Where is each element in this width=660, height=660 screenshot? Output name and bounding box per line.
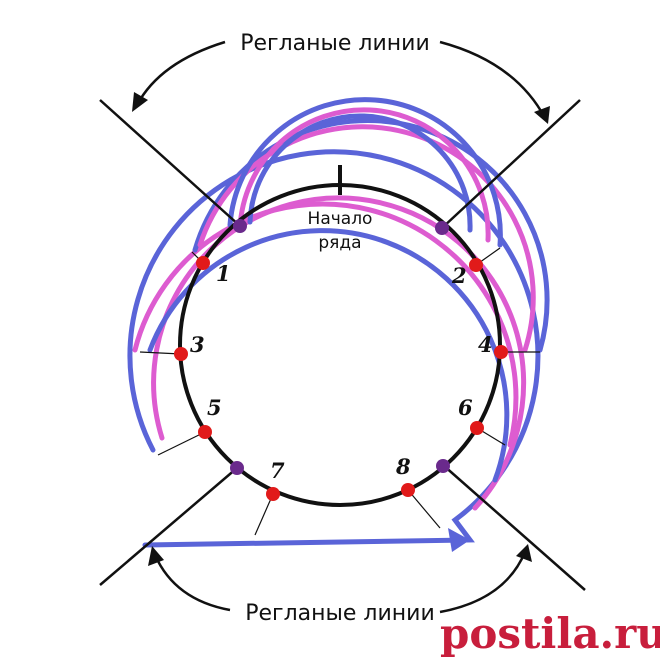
point-label-1: 1 bbox=[216, 261, 231, 286]
point-1 bbox=[196, 256, 210, 270]
raglan-line-top-right bbox=[441, 99, 581, 229]
point-label-8: 8 bbox=[395, 454, 411, 479]
row-arc-blue-4 bbox=[192, 117, 550, 353]
row-arc-blue-outer bbox=[127, 149, 541, 548]
point-4 bbox=[494, 345, 508, 359]
point-5 bbox=[198, 425, 212, 439]
raglan-label-top: Регланые линии bbox=[240, 31, 430, 56]
point-7 bbox=[266, 487, 280, 501]
point-label-3: 3 bbox=[190, 332, 205, 357]
row-arc-blue-2 bbox=[147, 228, 510, 483]
raglan-points bbox=[230, 219, 450, 475]
point-6 bbox=[470, 421, 484, 435]
row-arc-blue-inner bbox=[247, 113, 473, 233]
raglan-point-bottom-right bbox=[436, 459, 450, 473]
raglan-label-bottom: Регланые линии bbox=[245, 601, 435, 626]
raglan-point-top-left bbox=[233, 219, 247, 233]
arrowhead-top-left bbox=[132, 92, 148, 112]
row-start-label-line1: Начало bbox=[308, 209, 373, 229]
row-arc-blue-6 bbox=[227, 97, 503, 248]
numbered-points bbox=[174, 256, 508, 501]
arrowhead-top-right bbox=[534, 106, 550, 124]
raglan-point-top-right bbox=[435, 221, 449, 235]
raglan-arrow-bottom bbox=[153, 551, 527, 614]
raglan-line-bottom-right bbox=[442, 464, 586, 591]
point-label-7: 7 bbox=[270, 458, 285, 483]
raglan-lines bbox=[99, 99, 586, 591]
point-3 bbox=[174, 347, 188, 361]
point-label-4: 4 bbox=[478, 332, 493, 357]
row-arc-pink-7 bbox=[237, 107, 491, 243]
raglan-line-top-left bbox=[99, 99, 241, 227]
point-8 bbox=[401, 483, 415, 497]
raglan-line-bottom-left bbox=[99, 467, 238, 586]
point-label-5: 5 bbox=[207, 395, 222, 420]
raglan-point-bottom-left bbox=[230, 461, 244, 475]
arrowhead-bottom-left bbox=[148, 546, 164, 566]
row-start-label-line2: ряда bbox=[318, 233, 361, 253]
point-connectors bbox=[139, 247, 540, 536]
raglan-arrow-top bbox=[135, 40, 547, 119]
spiral-arrowhead bbox=[448, 528, 470, 552]
arrowhead-bottom-right bbox=[516, 544, 532, 562]
watermark: postila.ru bbox=[440, 609, 660, 658]
point-2 bbox=[469, 258, 483, 272]
point-label-2: 2 bbox=[451, 263, 467, 288]
point-label-6: 6 bbox=[458, 395, 473, 420]
